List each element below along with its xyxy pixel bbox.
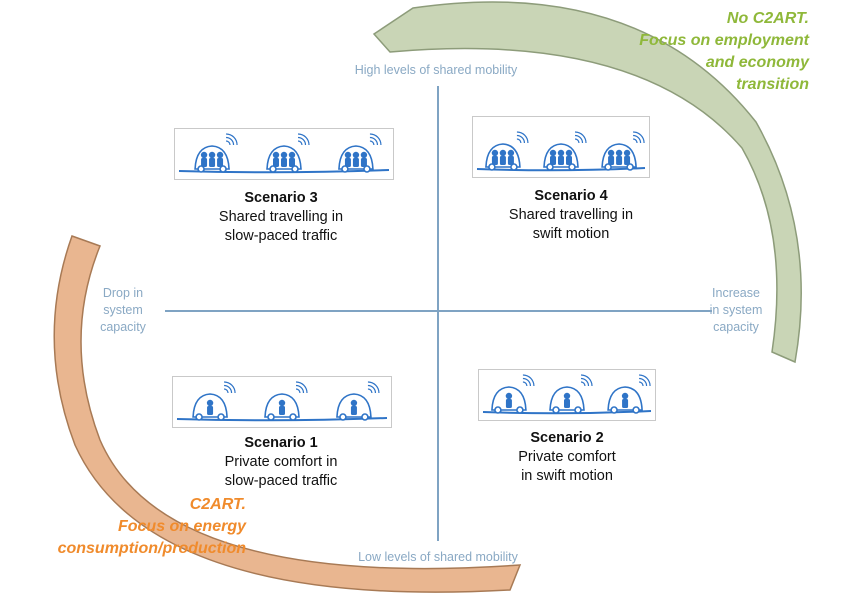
orange-callout: C2ART. Focus on energy consumption/produ… [57, 496, 246, 557]
axis-label-left: Drop in system capacity [100, 286, 146, 334]
road-line [476, 167, 646, 172]
scenario-4-title: Scenario 4 [534, 188, 608, 204]
car-icon [485, 131, 529, 171]
scenario-1-desc-1: Private comfort in [224, 454, 338, 470]
scenario-1-desc-2: slow-paced traffic [224, 473, 338, 489]
scenario-4-desc-2: swift motion [532, 226, 610, 242]
orange-curved-arrow [53, 235, 522, 593]
axis-label-right: Increase in system capacity [709, 286, 763, 334]
car-icon [336, 381, 380, 421]
road-line [482, 410, 652, 415]
car-icon [192, 381, 236, 421]
axis-label-bottom: Low levels of shared mobility [358, 550, 518, 564]
scenario-4-desc-1: Shared travelling in [508, 207, 634, 223]
green-callout: No C2ART. Focus on employment and econom… [639, 10, 809, 93]
car-icon [266, 133, 310, 173]
car-icon [549, 374, 593, 414]
car-icon [601, 131, 645, 171]
scenario-1-title: Scenario 1 [244, 435, 318, 451]
car-icon [338, 133, 382, 173]
green-curved-arrow [372, 1, 802, 364]
scenario-4-caption: Scenario 4 Shared travelling in swift mo… [486, 187, 656, 244]
scenario-2-image [478, 369, 656, 421]
car-icon [491, 374, 535, 414]
road-line [176, 417, 388, 422]
scenario-2-caption: Scenario 2 Private comfort in swift moti… [482, 429, 652, 486]
car-icon [264, 381, 308, 421]
scenario-1-image [172, 376, 392, 428]
scenario-2-desc-1: Private comfort [518, 449, 616, 465]
scenario-4-image [472, 116, 650, 178]
scenario-3-caption: Scenario 3 Shared travelling in slow-pac… [196, 189, 366, 246]
scenario-3-desc-2: slow-paced traffic [224, 228, 338, 244]
scenario-2-desc-2: in swift motion [521, 468, 613, 484]
car-icon [607, 374, 651, 414]
scenario-3-title: Scenario 3 [244, 190, 318, 206]
scenario-3-desc-1: Shared travelling in [218, 209, 344, 225]
car-icon [543, 131, 587, 171]
car-icon [194, 133, 238, 173]
scenario-2-title: Scenario 2 [530, 430, 604, 446]
scenario-1-caption: Scenario 1 Private comfort in slow-paced… [196, 434, 366, 491]
road-line [178, 169, 390, 174]
scenario-3-image [174, 128, 394, 180]
axis-label-top: High levels of shared mobility [354, 63, 518, 77]
